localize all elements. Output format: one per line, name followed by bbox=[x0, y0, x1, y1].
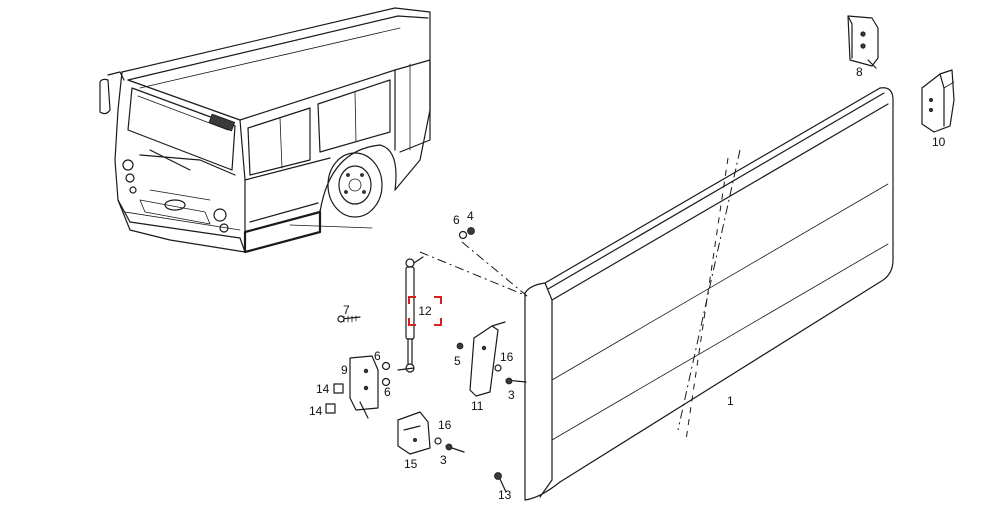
side-panel-part-1 bbox=[524, 87, 894, 501]
callout-6: 6 bbox=[384, 385, 391, 399]
assembly-lines bbox=[419, 241, 528, 297]
part-4-nut-top bbox=[458, 227, 475, 240]
part-9-bracket bbox=[349, 355, 391, 419]
callout-9: 9 bbox=[341, 363, 348, 377]
callout-11: 11 bbox=[471, 399, 484, 413]
callout-6: 6 bbox=[453, 213, 460, 227]
callout-14: 14 bbox=[316, 382, 330, 396]
callout-16: 16 bbox=[438, 418, 452, 432]
highlight-corner-br bbox=[434, 318, 442, 326]
callout-3: 3 bbox=[508, 388, 515, 402]
callout-10: 10 bbox=[932, 135, 946, 149]
callout-3: 3 bbox=[440, 453, 447, 467]
callout-14: 14 bbox=[309, 404, 323, 418]
part-8-bracket bbox=[847, 15, 879, 69]
part-15-bracket bbox=[397, 411, 465, 455]
part-7-bolt bbox=[337, 315, 361, 323]
callout-13: 13 bbox=[498, 488, 512, 502]
part-14-clips bbox=[325, 383, 344, 414]
callout-7: 7 bbox=[343, 303, 350, 317]
callout-15: 15 bbox=[404, 457, 418, 471]
callout-12-highlight[interactable]: 12 bbox=[408, 296, 442, 326]
callout-8: 8 bbox=[856, 65, 863, 79]
callout-5: 5 bbox=[454, 354, 461, 368]
callout-12: 12 bbox=[418, 304, 432, 318]
callout-4: 4 bbox=[467, 209, 474, 223]
part-10-bracket bbox=[921, 69, 955, 133]
highlight-corner-bl bbox=[408, 318, 416, 326]
bus-illustration bbox=[99, 7, 431, 254]
callout-6: 6 bbox=[374, 349, 381, 363]
highlight-corner-tl bbox=[408, 296, 416, 304]
part-11-bracket bbox=[456, 321, 527, 397]
callout-1: 1 bbox=[727, 394, 734, 408]
part-12-gas-strut bbox=[397, 256, 424, 373]
part-13-bolt bbox=[494, 472, 507, 493]
callout-16: 16 bbox=[500, 350, 514, 364]
highlight-corner-tr bbox=[434, 296, 442, 304]
